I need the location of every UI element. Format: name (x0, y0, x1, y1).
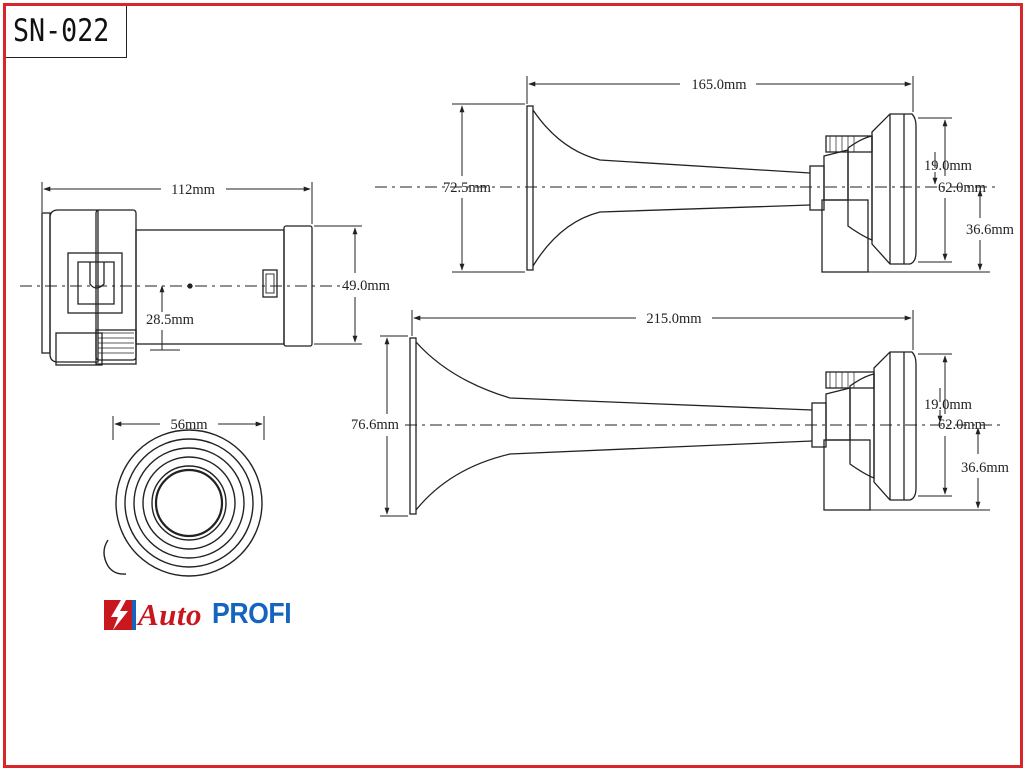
logo-text-auto: Auto (138, 597, 203, 632)
compressor-end-view (103, 429, 263, 577)
horn-long-inlet-label: 19.0mm (924, 397, 973, 413)
logo-text-profi: PROFI (212, 598, 292, 630)
sheet-frame (3, 3, 1023, 768)
horn-long-length-label: 215.0mm (646, 311, 702, 327)
compressor-diameter-label: 56mm (170, 417, 208, 433)
product-code-box: SN-022 (6, 6, 127, 58)
compressor-height-label: 49.0mm (342, 278, 391, 294)
horn-short-inlet-label: 19.0mm (924, 158, 973, 174)
compressor-length-label: 112mm (171, 182, 215, 198)
horn-short-base-label: 62.0mm (938, 180, 987, 196)
horn-short-bell-label: 72.5mm (443, 180, 492, 196)
horn-long-bell-label: 76.6mm (351, 417, 400, 433)
compressor-offset-label: 28.5mm (146, 312, 195, 328)
compressor-side-view (20, 209, 340, 366)
horn-long-view (405, 337, 1000, 515)
horn-short-view (375, 105, 1000, 273)
product-code: SN-022 (13, 13, 110, 49)
lightning-bolt-icon (104, 600, 136, 630)
horn-long-mount-label: 36.6mm (961, 460, 1010, 476)
horn-short-length-label: 165.0mm (691, 77, 747, 93)
horn-long-base-label: 62.0mm (938, 417, 987, 433)
horn-short-mount-label: 36.6mm (966, 222, 1015, 238)
